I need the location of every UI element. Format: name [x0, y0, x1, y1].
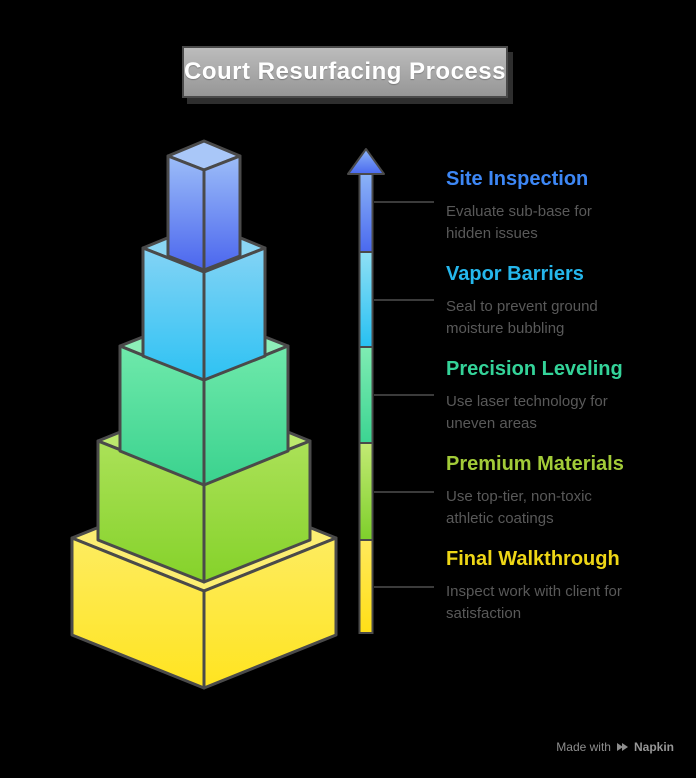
step-description: Use laser technology for uneven areas: [446, 393, 608, 432]
made-with-label: Made with: [556, 740, 611, 754]
bar-segment-final-walkthrough: [358, 539, 374, 634]
step-description: Use top-tier, non-toxic athletic coating…: [446, 488, 592, 527]
step-title: Final Walkthrough: [446, 548, 620, 570]
step-description: Seal to prevent ground moisture bubbling: [446, 298, 598, 337]
bar-segment-vapor-barriers: [358, 251, 374, 348]
step-title: Vapor Barriers: [446, 263, 584, 285]
bar-segment-precision-leveling: [358, 346, 374, 444]
step-title: Site Inspection: [446, 168, 589, 190]
step-premium-materials: Premium Materials Use top-tier, non-toxi…: [446, 451, 632, 530]
attribution: Made with Napkin: [556, 740, 674, 754]
pyramid-level-final-walkthrough: [70, 483, 338, 690]
diagram-title-box: Court Resurfacing Process: [182, 46, 508, 98]
brand-label: Napkin: [633, 740, 674, 754]
step-precision-leveling: Precision Leveling Use laser technology …: [446, 356, 632, 435]
diagram-title: Court Resurfacing Process: [184, 58, 506, 85]
step-title: Precision Leveling: [446, 358, 623, 380]
napkin-logo-icon: [616, 743, 628, 751]
bar-segment-premium-materials: [358, 442, 374, 541]
connector-lines: [374, 201, 434, 588]
progress-arrow-bar: [347, 148, 385, 634]
arrow-head-icon: [347, 148, 385, 175]
bar-segment-site-inspection: [358, 172, 374, 253]
pyramid-level-site-inspection: [166, 139, 242, 272]
step-title: Premium Materials: [446, 453, 624, 475]
step-description: Inspect work with client for satisfactio…: [446, 583, 622, 622]
step-site-inspection: Site Inspection Evaluate sub-base for hi…: [446, 166, 632, 245]
step-description: Evaluate sub-base for hidden issues: [446, 203, 592, 242]
step-final-walkthrough: Final Walkthrough Inspect work with clie…: [446, 546, 632, 625]
step-vapor-barriers: Vapor Barriers Seal to prevent ground mo…: [446, 261, 632, 340]
